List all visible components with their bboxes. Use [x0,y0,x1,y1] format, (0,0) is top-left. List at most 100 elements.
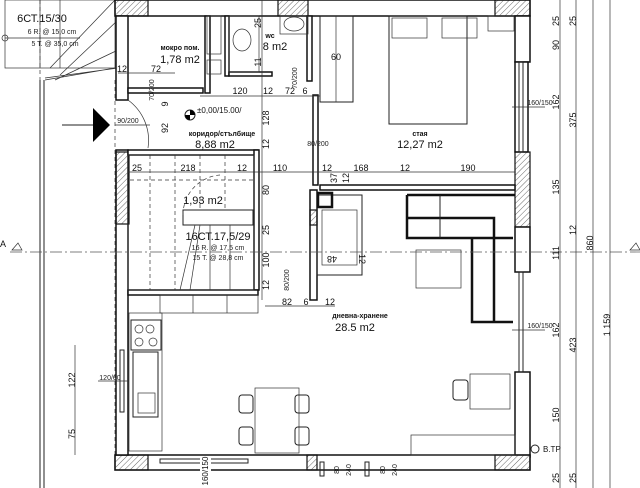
dim-label: 25 [253,18,263,28]
dim-label: 240 [346,464,353,476]
dim-label: 150 [551,407,561,422]
dim-label: 6 [302,86,307,96]
room-area-wet-room: 1,78 m2 [160,54,200,66]
dim-label: 100 [261,252,271,267]
dim-label: 135 [551,179,561,194]
dim-label: 11 [253,57,263,66]
dim-label: 48 [327,254,337,264]
dim-label: 92 [160,123,170,133]
main-stair-title: 16СТ.17,5/29 [185,231,250,243]
room-name-wet-room: мокро пом. [161,45,200,52]
opening-label: 160/150 [527,100,552,107]
room-area-corridor: 8,88 m2 [195,139,235,151]
dim-label: 1 159 [602,314,612,337]
room-name-bedroom: стая [412,131,427,138]
dim-label: 423 [568,337,578,352]
dim-label: 12 [400,163,410,173]
dim-label: 860 [585,235,595,250]
opening-label: 70/200 [292,67,299,89]
dim-label: 37 [329,173,339,183]
dim-label: 25 [568,16,578,26]
dim-label: 25 [261,225,271,235]
bedroom-furniture [319,15,515,125]
upper-stair-treads: 5 T. @ 35,0 cm [31,41,78,48]
dim-label: 12 [237,163,247,173]
dim-label: 12 [261,139,271,149]
dim-label: 240 [392,464,399,476]
main-stair-treads: 15 T. @ 28,8 cm [193,255,244,262]
dining-table [238,373,516,456]
dim-label: 25 [132,163,142,173]
dim-label: 12 [261,280,271,290]
label-backdrop [200,456,211,487]
dim-label: 110 [273,163,287,173]
upper-stair-risers: 6 R. @ 15,0 cm [28,29,77,36]
dim-label: 12 [117,64,127,74]
dim-label: 122 [67,372,77,387]
dim-label: 12 [341,173,351,183]
room-area-stair: 1,93 m2 [183,195,223,207]
opening-label: 160/150 [201,456,210,485]
room-area-living: 28.5 m2 [335,322,375,334]
desk [469,373,511,410]
dim-label: 111 [551,246,561,260]
opening-label: 120/60 [99,375,121,382]
fireplace [316,191,363,276]
dim-label: 6 [303,297,308,307]
opening-label: 80/200 [284,269,291,291]
dim-label: 12 [263,86,273,96]
room-name-living: дневна-хранене [332,313,388,320]
walls [114,0,531,471]
corner-sofa [405,193,515,324]
opening-label: 160/150 [527,323,552,330]
room-area-wc: 8 m2 [263,41,287,53]
upper-stair-title: 6СТ.15/30 [17,13,67,25]
windows [119,61,524,464]
cooktop-icon [130,319,162,351]
section-triangle-icon [11,242,23,251]
section-mark: A [0,239,6,249]
dim-label: 120 [232,86,247,96]
dim-label: 60 [331,52,341,62]
dim-label: 12 [568,225,578,235]
drain-icon [530,444,540,454]
room-area-bedroom: 12,27 m2 [397,139,443,151]
toilet-icon [232,28,252,52]
dim-label: 72 [285,86,295,96]
opening-label: 70/200 [149,79,156,101]
level-label: ±0,00/15.00/ [197,106,242,115]
level-mark: ±0,00/15.00/ [184,106,242,121]
bed [388,15,468,125]
dim-label: 25 [568,473,578,483]
dim-label: 9 [160,101,170,106]
dim-label: 80 [334,466,341,474]
dim-label: 12 [322,163,332,173]
main-stair-risers: 16 R. @ 17,5 cm [192,245,245,252]
opening-label: 90/200 [117,118,139,125]
room-name-wc: wc [264,33,274,40]
dim-label: 80 [380,466,387,474]
drain-label: В.ТР [543,445,561,454]
dim-label: 82 [282,297,292,307]
dim-label: 72 [151,64,161,74]
sink-icon [132,351,159,418]
dim-label: 75 [67,429,77,439]
dim-label: 168 [353,163,368,173]
dim-label: 80 [261,185,271,195]
dim-label: 25 [551,473,561,483]
right-dimensions: 25 90 162 135 111 162 150 25 25 375 12 4… [551,0,612,488]
dim-label: 12 [325,297,335,307]
wardrobe [319,15,354,103]
entrance-arrow [62,108,110,142]
dim-label: 162 [551,94,561,109]
sink-icon [283,16,305,32]
wet-room-fixtures [206,15,309,75]
kitchen [128,294,259,452]
dim-label: 25 [551,16,561,26]
dim-label: 12 [357,254,367,264]
interior-dimensions: 12 72 120 12 72 6 25 218 12 110 12 168 1… [67,0,515,455]
upper-stair [1,0,119,488]
dim-label: 128 [261,110,271,125]
opening-label: 80/200 [307,141,329,148]
